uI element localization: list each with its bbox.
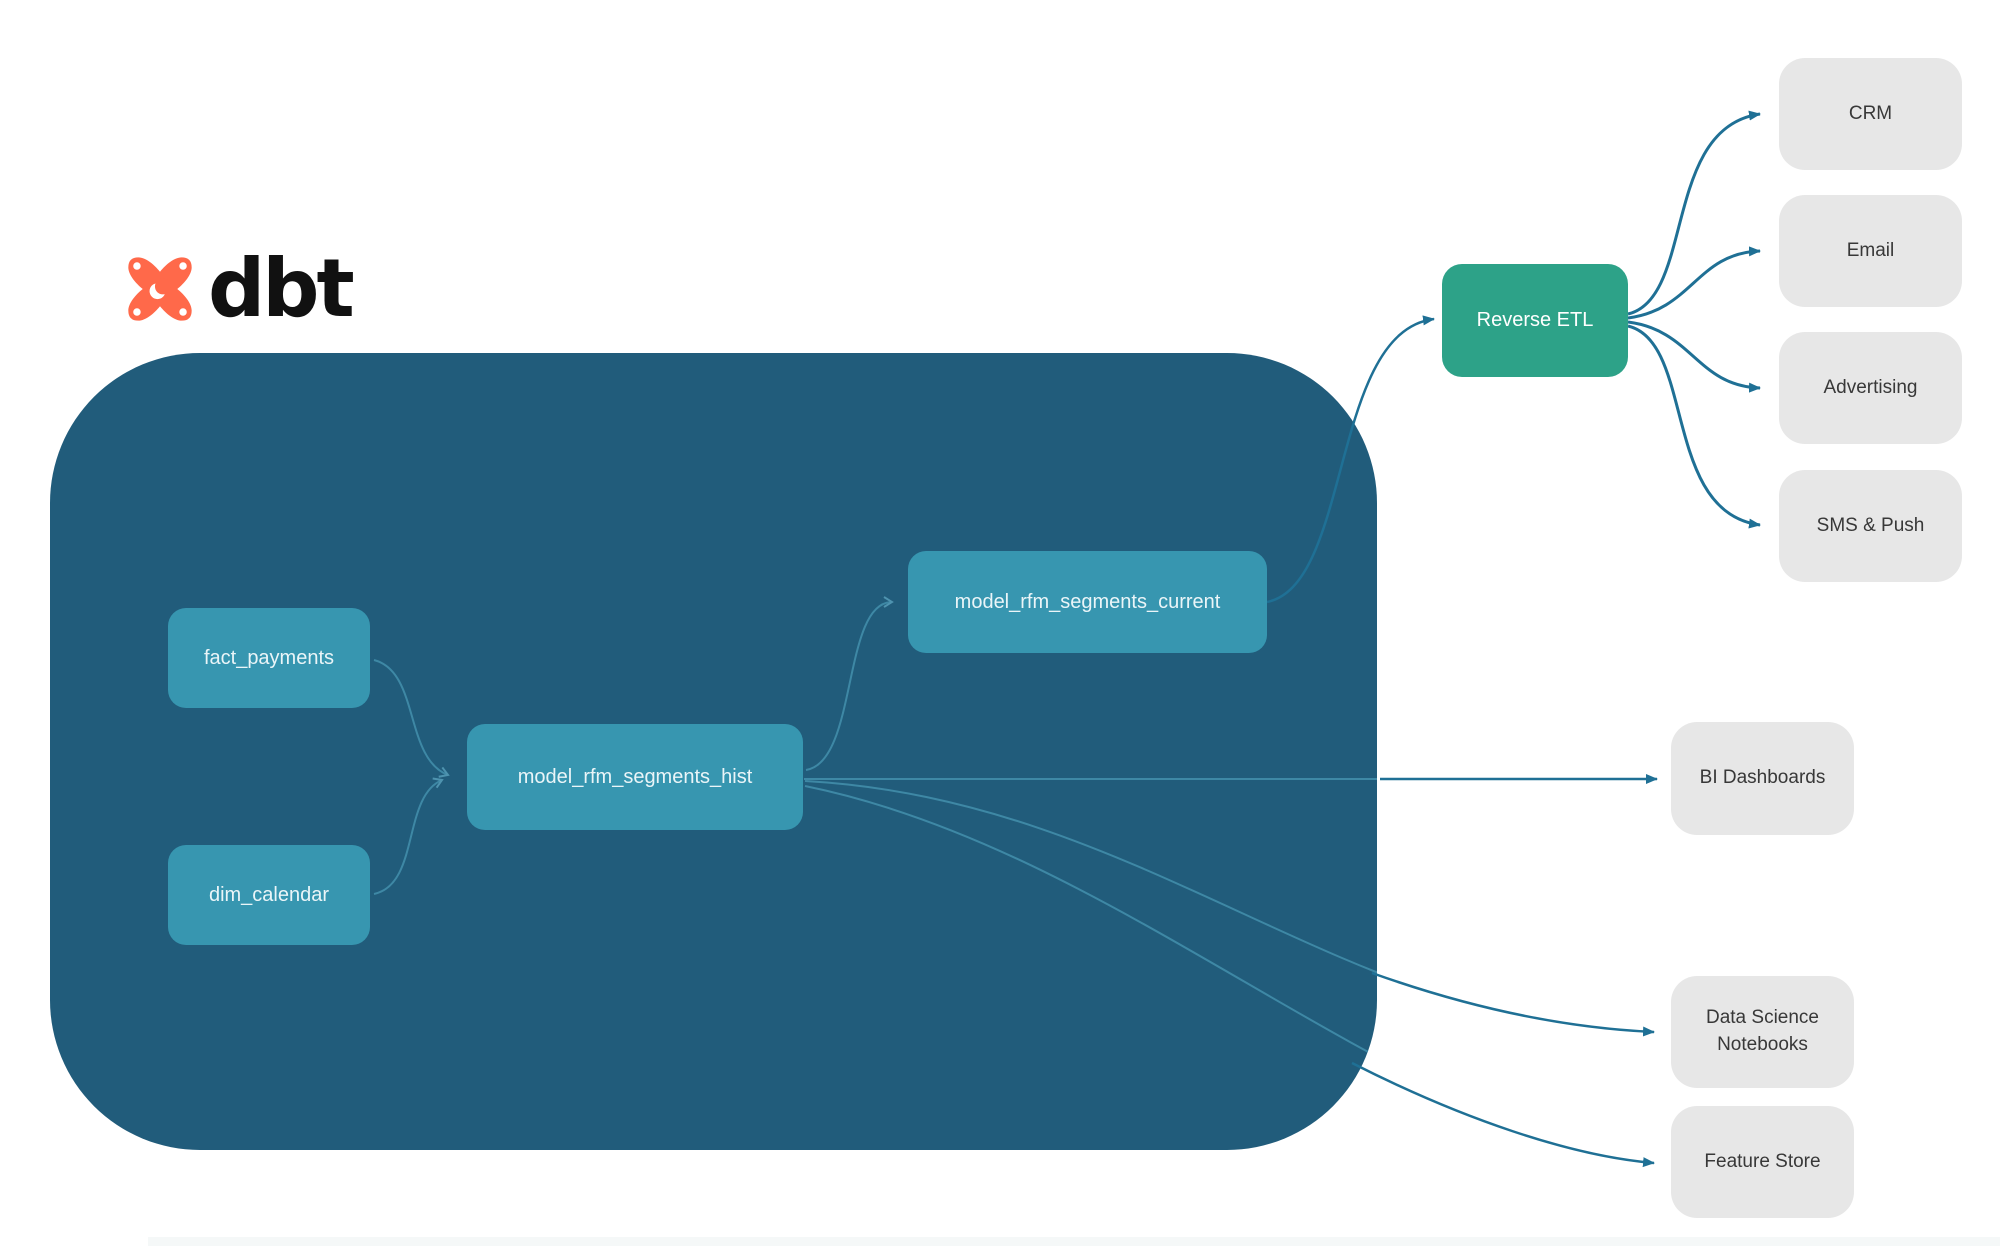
node-dim-calendar-label: dim_calendar: [208, 883, 330, 906]
node-feature-store: Feature Store: [1671, 1106, 1854, 1218]
node-model-rfm-segments-current-label: model_rfm_segments_current: [954, 590, 1221, 613]
node-email: Email: [1779, 195, 1962, 307]
node-advertising-label: Advertising: [1823, 376, 1918, 398]
node-data-science-notebooks: Data Science Notebooks: [1671, 976, 1854, 1088]
node-bi-dashboards-label: BI Dashboards: [1699, 767, 1826, 789]
node-model-rfm-segments-hist: model_rfm_segments_hist: [467, 724, 803, 830]
node-sms-push-label: SMS & Push: [1816, 514, 1925, 536]
edge-reverse-etl-to-sms-push: [1627, 324, 1761, 529]
edge-reverse-etl-to-advertising: [1627, 320, 1761, 393]
node-reverse-etl: Reverse ETL: [1442, 264, 1628, 377]
node-fact-payments: fact_payments: [168, 608, 370, 708]
edge-hist-to-feature-store: [1351, 1061, 1655, 1168]
node-bi-dashboards: BI Dashboards: [1671, 722, 1854, 835]
node-feature-store-label: Feature Store: [1704, 1150, 1821, 1172]
node-data-science-notebooks-label: Data Science Notebooks: [1705, 1007, 1819, 1055]
node-crm-label: CRM: [1848, 102, 1893, 124]
node-fact-payments-label: fact_payments: [203, 646, 335, 669]
node-reverse-etl-label: Reverse ETL: [1476, 309, 1594, 331]
node-crm: CRM: [1779, 58, 1962, 170]
node-advertising: Advertising: [1779, 332, 1962, 444]
edge-reverse-etl-to-email: [1627, 246, 1761, 320]
node-sms-push: SMS & Push: [1779, 470, 1962, 582]
dbt-logo: dbt: [124, 242, 355, 335]
edge-reverse-etl-to-crm: [1627, 110, 1761, 316]
node-model-rfm-segments-current: model_rfm_segments_current: [908, 551, 1267, 653]
dbt-wordmark: dbt: [208, 242, 355, 335]
edge-hist-to-data-science-notebooks: [1371, 971, 1655, 1037]
node-model-rfm-segments-hist-label: model_rfm_segments_hist: [517, 765, 753, 788]
footer-strip: [148, 1237, 2000, 1246]
dbt-logo-icon: [128, 257, 192, 321]
node-dim-calendar: dim_calendar: [168, 845, 370, 945]
node-email-label: Email: [1846, 239, 1895, 261]
